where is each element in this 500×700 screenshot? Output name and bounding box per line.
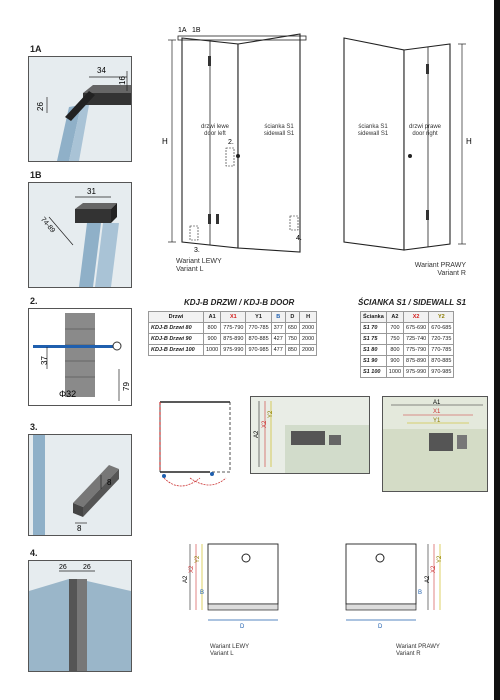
top-plan-swing xyxy=(159,401,231,487)
left-callout-4: 4. xyxy=(296,235,302,242)
plan-left-a2: A2 xyxy=(183,575,189,583)
main-drawings: 1A 1B H 2. 3. 4. H xyxy=(162,27,472,254)
left-h-label: H xyxy=(162,137,168,146)
detail-2-dim-37: 37 xyxy=(40,356,49,365)
plan-right-x2: X2 xyxy=(431,565,437,573)
left-callout-3: 3. xyxy=(194,247,200,254)
left-top-label-1a: 1A xyxy=(178,27,187,34)
photo-door-fixing: A1 X1 Y1 xyxy=(382,396,488,492)
photo-sidewall-fixing-drawing: A2 X2 Y2 xyxy=(251,397,369,473)
photo-sidewall-fixing: A2 X2 Y2 xyxy=(250,396,370,474)
detail-1a-dim-26: 26 xyxy=(36,102,45,111)
mid-label-x2: X2 xyxy=(262,420,268,428)
right-sidewall-text: ścianka S1 sidewall S1 xyxy=(357,124,389,137)
right-door-text: drzwi prawe door right xyxy=(408,124,441,137)
detail-4: 26 26 xyxy=(28,560,132,672)
detail-2-label: 2. xyxy=(30,296,38,306)
door-th-d: D xyxy=(284,311,301,323)
detail-4-dim-26b: 26 xyxy=(83,564,91,571)
plan-left-d: D xyxy=(240,624,245,630)
plan-right-b: B xyxy=(418,590,422,596)
door-th-b: B xyxy=(270,311,286,323)
sw-th-x2: X2 xyxy=(403,311,430,323)
sw-th-a2: A2 xyxy=(385,311,405,323)
door-th-h: H xyxy=(298,311,318,323)
plan-right-d: D xyxy=(378,624,383,630)
plan-right-variant: A2 X2 Y2 B D xyxy=(345,543,443,630)
detail-1a-label: 1A xyxy=(30,44,42,54)
mid-label-x1: X1 xyxy=(433,409,441,415)
left-door-text: drzwi lewe door left xyxy=(200,124,229,137)
detail-2: 37 79 Φ32 xyxy=(28,308,132,406)
detail-4-dim-26a: 26 xyxy=(59,564,67,571)
detail-1a-drawing: 34 16 26 xyxy=(29,57,131,161)
right-variant-caption: Wariant PRAWY Variant R xyxy=(414,262,466,277)
detail-2-drawing: 37 79 Φ32 xyxy=(33,313,131,401)
detail-1b-label: 1B xyxy=(30,170,42,180)
mid-label-y1: Y1 xyxy=(433,418,441,424)
detail-1b: 31 74-89 xyxy=(28,182,132,288)
detail-3-dim-8a: 8 xyxy=(77,524,82,533)
plan-left-y2: Y2 xyxy=(195,555,201,563)
mid-label-y2: Y2 xyxy=(268,410,274,418)
detail-3-drawing: 8 8 xyxy=(29,435,131,535)
right-h-label: H xyxy=(466,137,472,146)
left-variant-caption: Wariant LEWY Variant L xyxy=(176,258,222,273)
plan-left-b: B xyxy=(200,590,204,596)
detail-4-label: 4. xyxy=(30,548,38,558)
left-variant-drawing: 1A 1B H 2. 3. 4. xyxy=(162,27,307,254)
door-th-drzwi: Drzwi xyxy=(148,311,204,323)
detail-4-drawing: 26 26 xyxy=(29,561,131,671)
left-callout-2: 2. xyxy=(228,139,234,146)
door-th-x1: X1 xyxy=(220,311,247,323)
detail-1a-dim-34: 34 xyxy=(97,66,106,75)
left-top-label-1b: 1B xyxy=(192,27,201,34)
sw-th-y2: Y2 xyxy=(428,311,455,323)
plan-right-y2: Y2 xyxy=(437,555,443,563)
detail-1b-drawing: 31 74-89 xyxy=(29,183,131,287)
detail-1a: 34 16 26 xyxy=(28,56,132,162)
left-sidewall-text: ścianka S1 sidewall S1 xyxy=(263,124,295,137)
plan-left-caption: Wariant LEWY Variant L xyxy=(210,644,250,657)
detail-3-label: 3. xyxy=(30,422,38,432)
door-table-title: KDJ-B DRZWI / KDJ-B DOOR xyxy=(184,298,295,307)
detail-2-dim-79: 79 xyxy=(122,382,131,391)
door-th-a1: A1 xyxy=(202,311,222,323)
plan-left-x2: X2 xyxy=(189,565,195,573)
mid-label-a2: A2 xyxy=(254,430,260,438)
plan-left-variant: A2 X2 Y2 B D xyxy=(183,543,279,630)
sidewall-table-title: ŚCIANKA S1 / SIDEWALL S1 xyxy=(358,298,467,307)
right-edge-bar xyxy=(494,0,500,700)
mid-label-a1: A1 xyxy=(433,400,441,406)
detail-1a-dim-16: 16 xyxy=(118,76,127,85)
sw-th-scianka: Ścianka xyxy=(360,311,387,323)
plan-right-a2: A2 xyxy=(425,575,431,583)
photo-door-fixing-drawing: A1 X1 Y1 xyxy=(383,397,487,491)
right-variant-drawing: H xyxy=(343,37,472,251)
detail-2-dim-d32: Φ32 xyxy=(59,389,76,399)
door-th-y1: Y1 xyxy=(245,311,272,323)
plan-right-caption: Wariant PRAWY Variant R xyxy=(396,644,440,657)
detail-3: 8 8 xyxy=(28,434,132,536)
detail-3-dim-8b: 8 xyxy=(107,478,112,487)
detail-1b-dim-31: 31 xyxy=(87,187,96,196)
